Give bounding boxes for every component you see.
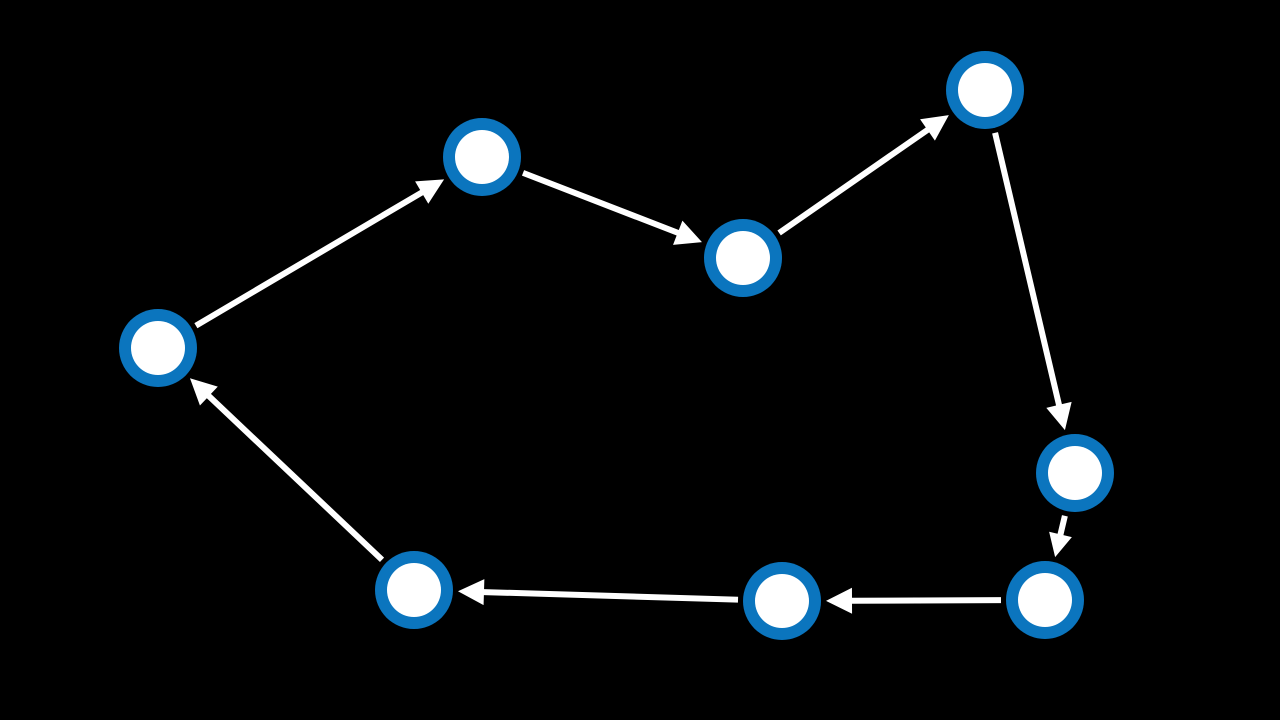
graph-node-core — [387, 563, 441, 617]
graph-edge-arrow — [826, 587, 1002, 614]
graph-node[interactable] — [443, 118, 521, 196]
graph-node-core — [755, 574, 809, 628]
graph-edge-arrow — [1049, 515, 1072, 558]
graph-edge-arrow — [992, 132, 1072, 431]
graph-node-core — [455, 130, 509, 184]
graph-node[interactable] — [375, 551, 453, 629]
graph-node-core — [1048, 446, 1102, 500]
graph-node[interactable] — [119, 309, 197, 387]
edge-layer — [189, 115, 1072, 614]
graph-node[interactable] — [1006, 561, 1084, 639]
graph-node[interactable] — [1036, 434, 1114, 512]
graph-edge-arrow — [189, 378, 385, 562]
graph-node[interactable] — [946, 51, 1024, 129]
graph-node-core — [958, 63, 1012, 117]
graph-node[interactable] — [704, 219, 782, 297]
graph-edge-arrow — [457, 579, 739, 606]
graph-node[interactable] — [743, 562, 821, 640]
graph-node-core — [131, 321, 185, 375]
graph-edge-arrow — [194, 179, 445, 329]
graph-node-core — [716, 231, 770, 285]
graph-edge-arrow — [777, 115, 949, 236]
graph-edge-arrow — [521, 170, 702, 245]
node-layer — [119, 51, 1114, 640]
graph-node-core — [1018, 573, 1072, 627]
